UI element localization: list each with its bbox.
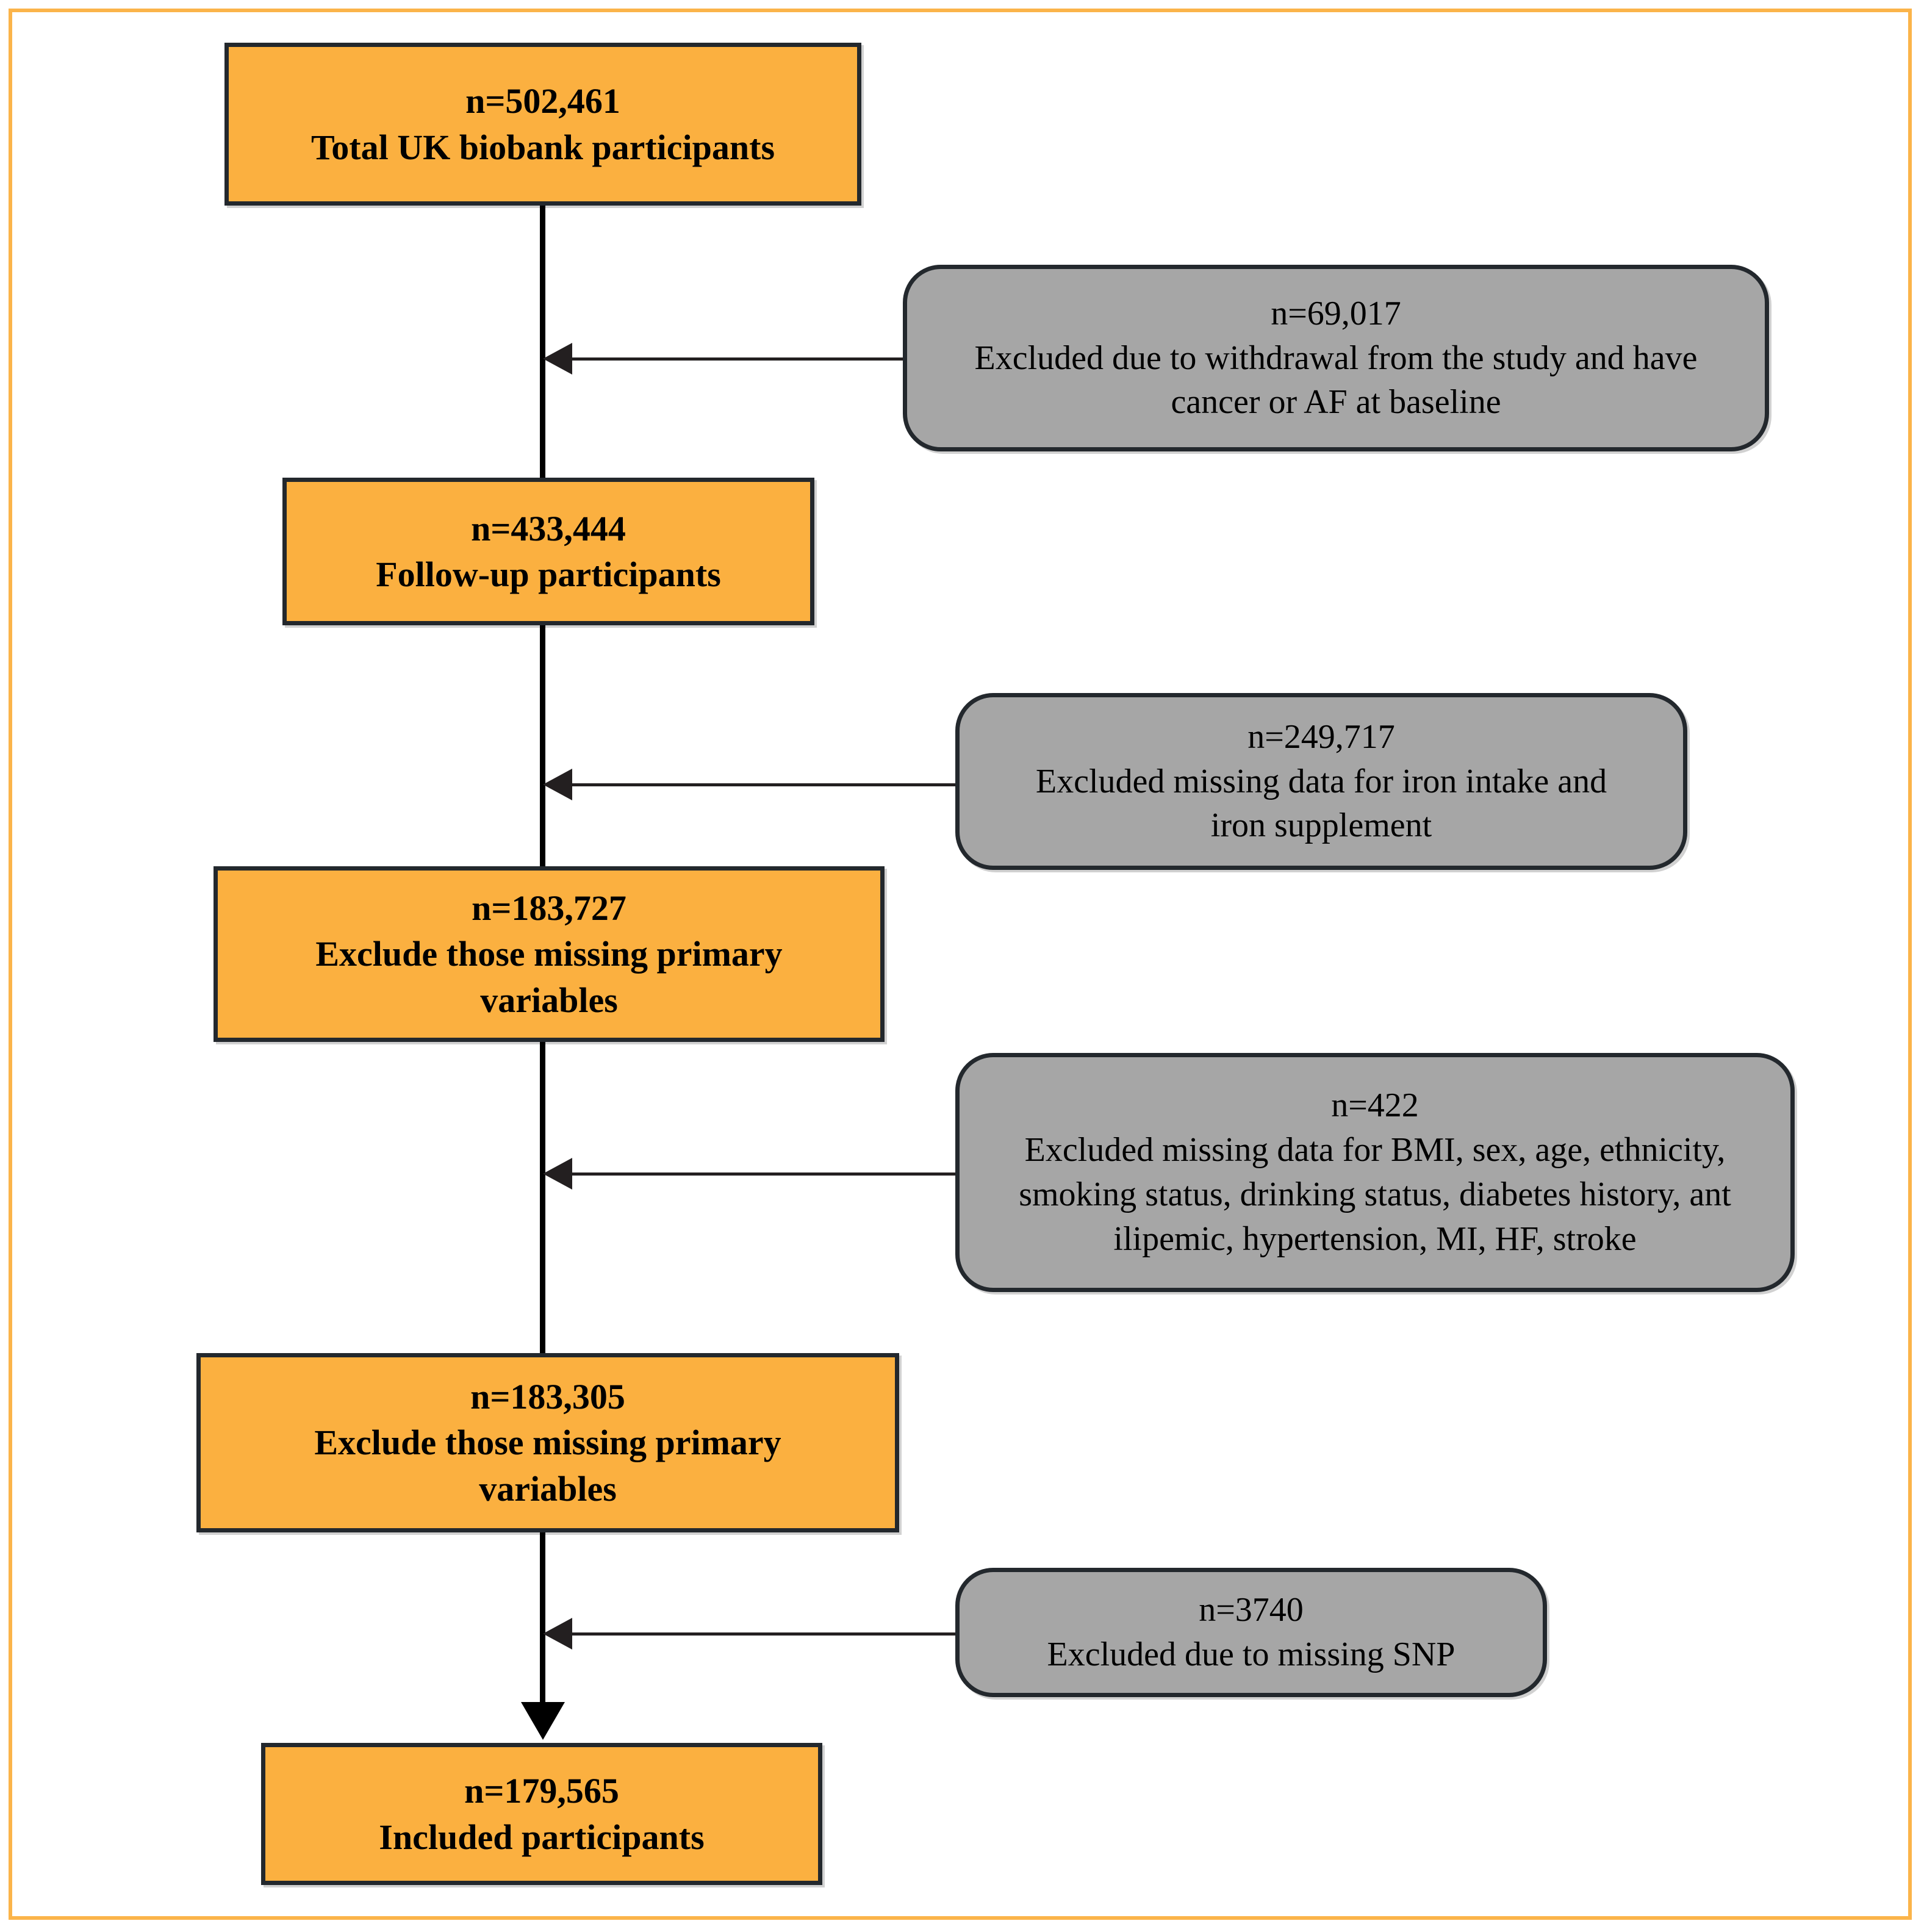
- connector-trunk-3: [540, 1042, 545, 1353]
- node-count-label: n=502,461: [465, 81, 620, 121]
- node-excluded-withdrawal-cancer-af[interactable]: n=69,017 Excluded due to withdrawal from…: [903, 265, 1769, 451]
- node-description: Exclude those missing primary variables: [314, 1423, 781, 1509]
- node-description: Total UK biobank participants: [310, 127, 775, 167]
- node-count-label: n=183,727: [472, 888, 626, 928]
- node-description: Exclude those missing primary variables: [315, 934, 783, 1020]
- connector-exclusion-arrowhead-1: [543, 343, 572, 375]
- connector-exclusion-line-3: [572, 1172, 955, 1176]
- node-description: Excluded due to missing SNP: [1047, 1636, 1456, 1673]
- node-count-label: n=183,305: [470, 1376, 625, 1417]
- connector-exclusion-arrowhead-3: [543, 1158, 572, 1190]
- node-description: Follow-up participants: [376, 555, 721, 594]
- node-description: Excluded due to withdrawal from the stud…: [974, 339, 1698, 422]
- node-count-label: n=249,717: [1247, 717, 1395, 756]
- node-description: Excluded missing data for iron intake an…: [1035, 762, 1607, 845]
- node-excluded-covariates[interactable]: n=422 Excluded missing data for BMI, sex…: [955, 1053, 1795, 1292]
- node-count-label: n=422: [1331, 1086, 1419, 1125]
- connector-exclusion-arrowhead-4: [543, 1618, 572, 1650]
- connector-exclusion-line-4: [572, 1632, 955, 1636]
- node-exclude-primary-variables-2[interactable]: n=183,305 Exclude those missing primary …: [196, 1353, 899, 1532]
- node-excluded-missing-snp[interactable]: n=3740 Excluded due to missing SNP: [955, 1568, 1547, 1697]
- node-description: Included participants: [379, 1817, 705, 1857]
- node-count-label: n=3740: [1199, 1591, 1304, 1629]
- node-count-label: n=179,565: [464, 1771, 619, 1811]
- connector-exclusion-line-2: [572, 783, 955, 786]
- node-exclude-primary-variables-1[interactable]: n=183,727 Exclude those missing primary …: [214, 866, 885, 1042]
- node-followup-participants[interactable]: n=433,444 Follow-up participants: [282, 478, 814, 625]
- connector-arrowhead-down: [521, 1702, 565, 1740]
- node-description: Excluded missing data for BMI, sex, age,…: [1019, 1131, 1731, 1258]
- node-included-participants[interactable]: n=179,565 Included participants: [261, 1743, 822, 1885]
- node-excluded-iron-intake-supplement[interactable]: n=249,717 Excluded missing data for iron…: [955, 693, 1687, 870]
- connector-exclusion-line-1: [572, 357, 906, 361]
- node-count-label: n=69,017: [1271, 294, 1401, 332]
- node-count-label: n=433,444: [471, 508, 626, 548]
- connector-exclusion-arrowhead-2: [543, 769, 572, 800]
- connector-trunk-1: [540, 206, 545, 478]
- connector-trunk-2: [540, 625, 545, 866]
- node-total-participants[interactable]: n=502,461 Total UK biobank participants: [224, 43, 861, 206]
- connector-trunk-4: [540, 1532, 545, 1734]
